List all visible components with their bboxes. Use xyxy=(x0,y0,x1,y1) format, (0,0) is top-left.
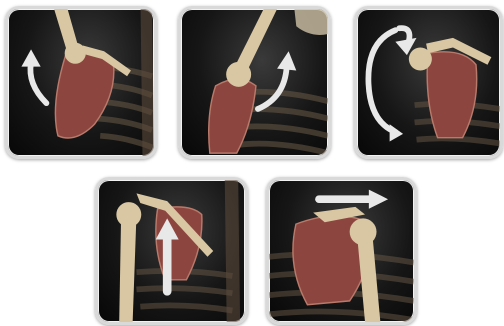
curved-arrow-up-right-icon xyxy=(258,67,287,109)
curved-arrow-up-left-icon xyxy=(30,63,46,103)
panel-scapula-protraction xyxy=(266,177,417,325)
humerus xyxy=(119,215,136,322)
humerus xyxy=(237,9,277,69)
panel-scapula-downward-rotation xyxy=(178,6,331,159)
arrowhead xyxy=(277,51,296,70)
spine xyxy=(225,180,240,322)
anatomy-illustration xyxy=(98,180,245,322)
anatomy-illustration xyxy=(8,9,154,156)
arrowhead xyxy=(390,124,403,141)
anatomy-illustration xyxy=(357,9,500,156)
panel-scapula-elevation xyxy=(95,177,248,325)
panel-scapula-upward-rotation xyxy=(5,6,157,159)
arrowhead xyxy=(369,190,388,209)
arrowhead xyxy=(21,49,40,66)
humeral-head xyxy=(226,62,251,87)
skull-vertebrae xyxy=(294,9,328,35)
anatomy-illustration xyxy=(181,9,328,156)
spine xyxy=(141,9,154,156)
scapula xyxy=(55,53,113,138)
humeral-head xyxy=(409,47,432,70)
panel-shoulder-circumduction xyxy=(354,6,503,159)
anatomy-illustration xyxy=(269,180,414,322)
humeral-head xyxy=(116,202,141,227)
